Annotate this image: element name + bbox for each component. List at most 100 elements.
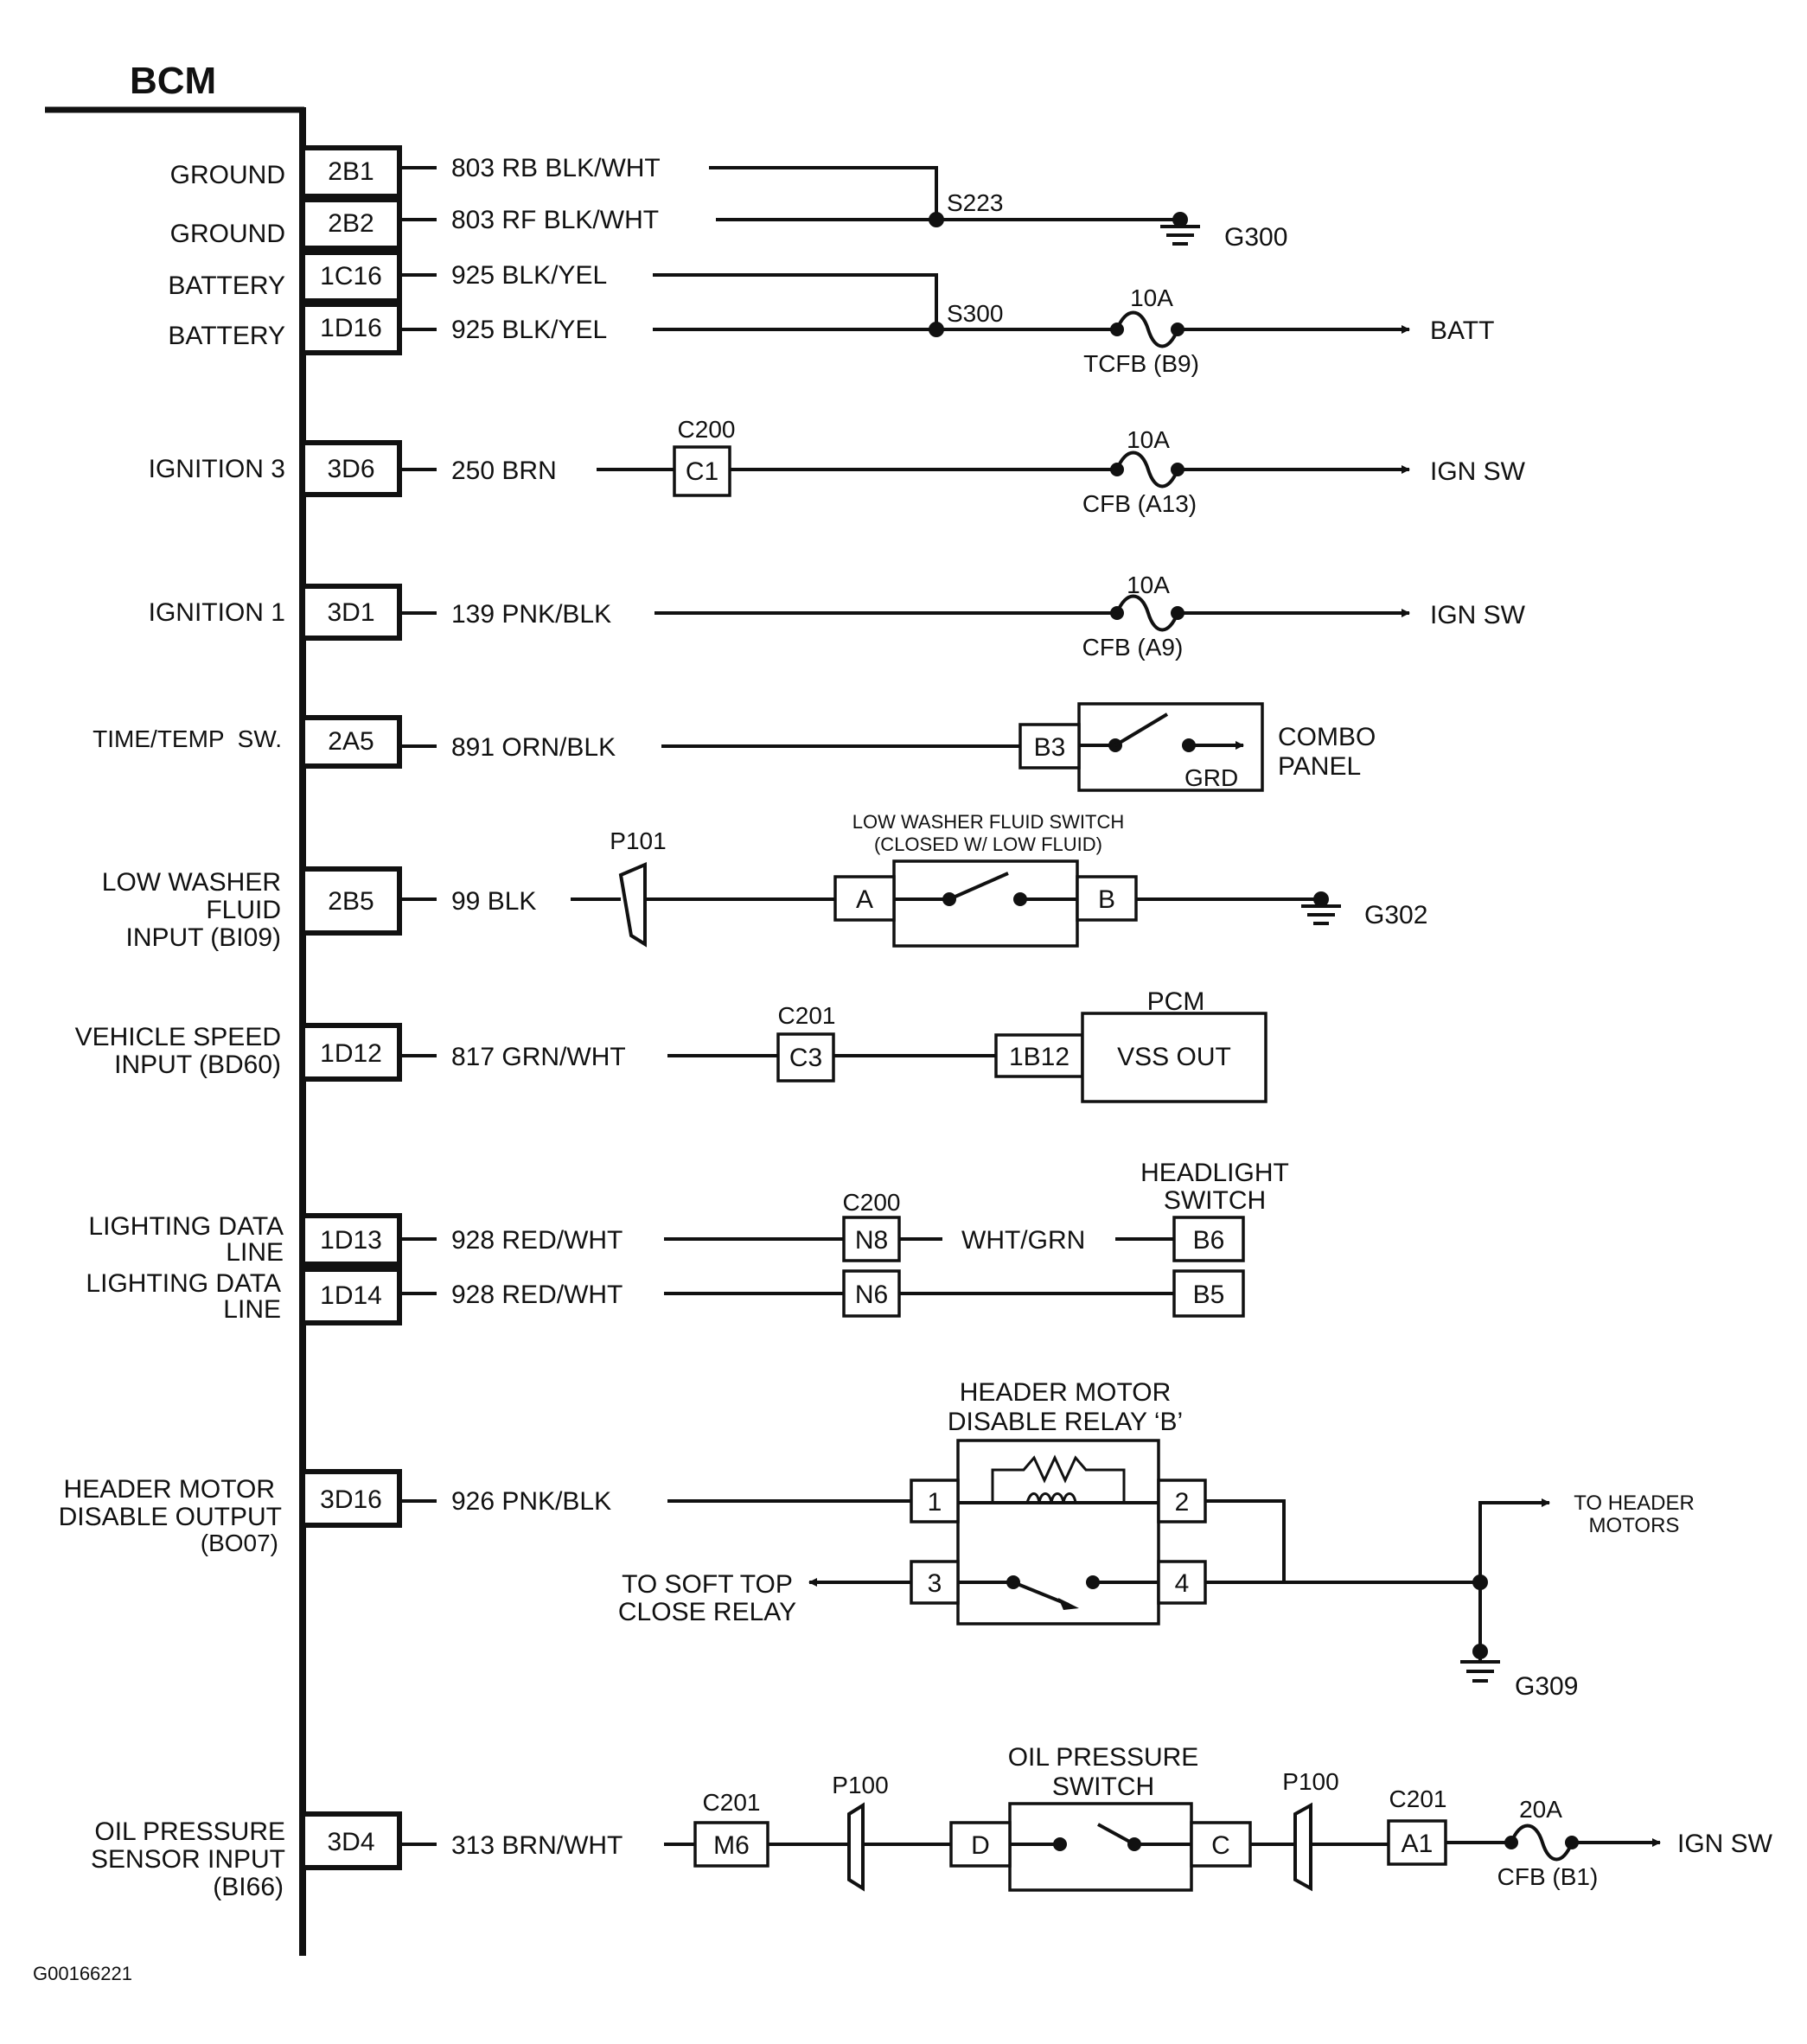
connector-pin: C1 <box>686 457 718 486</box>
pin-box <box>300 584 402 641</box>
circuit-battery-1d16: BATTERY 1D16 925 BLK/YEL S300 10A TCFB (… <box>168 284 1494 377</box>
switch-arm <box>1114 712 1169 747</box>
destination-label: IGN SW <box>1430 601 1526 629</box>
fuse-oil <box>1504 1824 1579 1862</box>
wire-label: 313 BRN/WHT <box>451 1831 623 1860</box>
circuit-label-2: DISABLE OUTPUT <box>59 1503 282 1531</box>
wire-label: 250 BRN <box>451 457 557 485</box>
connector-pin: A1 <box>1402 1830 1433 1858</box>
wire-label: 817 GRN/WHT <box>451 1043 626 1071</box>
circuit-lighting-data-1d13: LIGHTING DATA LINE 1D13 928 RED/WHT C200… <box>88 1159 1289 1267</box>
ground-symbol <box>1460 1651 1500 1683</box>
circuit-ignition-1: IGNITION 1 3D1 139 PNK/BLK 10A CFB (A9) … <box>149 572 1526 661</box>
circuit-label: GROUND <box>170 161 285 189</box>
pcm-box-label: VSS OUT <box>1117 1043 1231 1071</box>
headlight-pin-b6: B6 <box>1193 1226 1225 1255</box>
relay-switch-arrow <box>1058 1598 1079 1610</box>
pin-box <box>300 1213 402 1267</box>
wire-label: 139 PNK/BLK <box>451 600 611 629</box>
relay-pin-2: 2 <box>1175 1488 1190 1517</box>
circuit-ignition-3: IGNITION 3 3D6 250 BRN C200 C1 10A CFB (… <box>149 416 1526 517</box>
connector-label: C200 <box>843 1189 901 1216</box>
header-motors-label-1: TO HEADER <box>1574 1491 1695 1515</box>
switch-arm <box>948 872 1009 901</box>
switch-title-2: (CLOSED W/ LOW FLUID) <box>874 834 1102 855</box>
fuse-batt <box>1110 310 1184 348</box>
wire <box>653 273 938 329</box>
pin-box <box>300 1267 402 1325</box>
soft-top-label-1: TO SOFT TOP <box>622 1570 793 1599</box>
circuit-label-3: INPUT (BI09) <box>126 923 282 952</box>
pin-label: 1D13 <box>320 1226 382 1255</box>
relay-pin-2-box <box>1157 1479 1207 1523</box>
circuit-label-1: LIGHTING DATA <box>88 1212 284 1241</box>
circuit-ground-2b1: GROUND 2B1 803 RB BLK/WHT <box>170 145 938 220</box>
combo-label-2: PANEL <box>1278 752 1361 781</box>
pin-box <box>300 440 402 497</box>
headlight-title-2: SWITCH <box>1164 1186 1266 1215</box>
ground-label: G309 <box>1515 1672 1578 1701</box>
pin-label: 3D1 <box>327 598 374 627</box>
pcm-title: PCM <box>1147 987 1205 1016</box>
pin-label: 2A5 <box>328 727 374 756</box>
wire-label: 925 BLK/YEL <box>451 316 607 344</box>
oil-switch-title-1: OIL PRESSURE <box>1008 1743 1199 1772</box>
pin-box <box>300 715 402 769</box>
pin-box <box>300 1469 402 1528</box>
connector-label: P100 <box>1282 1768 1338 1795</box>
soft-top-label-2: CLOSE RELAY <box>618 1598 796 1626</box>
circuit-label-1: VEHICLE SPEED <box>75 1023 281 1051</box>
connector-pin: M6 <box>713 1831 750 1860</box>
relay-resistor <box>991 1454 1126 1503</box>
p101-connector <box>618 861 647 948</box>
circuit-oil-pressure: OIL PRESSURE SENSOR INPUT (BI66) 3D4 313… <box>91 1743 1773 1901</box>
pin-label: 3D16 <box>320 1485 382 1514</box>
circuit-label-2: LINE <box>226 1238 284 1267</box>
wire <box>1205 1499 1286 1582</box>
oil-pin-d-box <box>949 1821 1012 1868</box>
fuse-rating: 20A <box>1519 1796 1562 1823</box>
splice-dot <box>929 322 944 337</box>
connector-pin: N8 <box>855 1226 888 1255</box>
connector-box <box>776 1032 835 1083</box>
circuit-label-2: SENSOR INPUT <box>91 1845 285 1874</box>
relay-coil <box>1025 1492 1077 1504</box>
circuit-label-2: FLUID <box>206 896 281 924</box>
wire-label: 928 RED/WHT <box>451 1226 623 1255</box>
ground-label: G302 <box>1364 901 1427 929</box>
fuse-name: CFB (B1) <box>1497 1863 1599 1890</box>
headlight-title-1: HEADLIGHT <box>1140 1159 1289 1187</box>
splice-dot <box>929 212 944 227</box>
circuit-label: GROUND <box>170 220 285 248</box>
oil-pin-c: C <box>1211 1831 1230 1860</box>
circuit-label-1: LOW WASHER <box>102 868 281 897</box>
connector-label: C201 <box>703 1789 761 1816</box>
circuit-label-1: OIL PRESSURE <box>94 1817 285 1846</box>
pin-box <box>300 145 402 199</box>
wire <box>709 166 938 220</box>
relay-title-2: DISABLE RELAY ‘B’ <box>948 1408 1183 1436</box>
pin-label: 1D12 <box>320 1039 382 1068</box>
circuit-low-washer: LOW WASHER FLUID INPUT (BI09) 2B5 99 BLK… <box>102 811 1428 952</box>
pin-label: 1D16 <box>320 314 382 342</box>
circuit-time-temp: TIME/TEMP SW. 2A5 891 ORN/BLK B3 GRD COM… <box>93 702 1376 792</box>
pin-label: 1C16 <box>320 262 382 291</box>
pin-box <box>300 197 402 251</box>
connector-label: C201 <box>778 1002 836 1029</box>
connector-pin: C3 <box>789 1044 822 1072</box>
pin-box <box>300 250 402 303</box>
destination-label: IGN SW <box>1430 457 1526 486</box>
fuse-name: CFB (A9) <box>1082 634 1184 661</box>
circuit-label-3: (BI66) <box>213 1873 284 1901</box>
grd-label: GRD <box>1184 764 1238 791</box>
connector-box <box>1387 1819 1447 1866</box>
wire-label: 891 ORN/BLK <box>451 733 616 762</box>
circuit-vehicle-speed: VEHICLE SPEED INPUT (BD60) 1D12 817 GRN/… <box>75 987 1267 1103</box>
header-motors-label-2: MOTORS <box>1589 1514 1680 1537</box>
circuit-label-2: LINE <box>223 1295 281 1324</box>
switch-title-1: LOW WASHER FLUID SWITCH <box>852 811 1125 833</box>
circuit-label-1: LIGHTING DATA <box>86 1269 281 1298</box>
pin-box <box>300 302 402 355</box>
circuit-ground-2b2: GROUND 2B2 803 RF BLK/WHT S223 G300 <box>170 189 1288 252</box>
